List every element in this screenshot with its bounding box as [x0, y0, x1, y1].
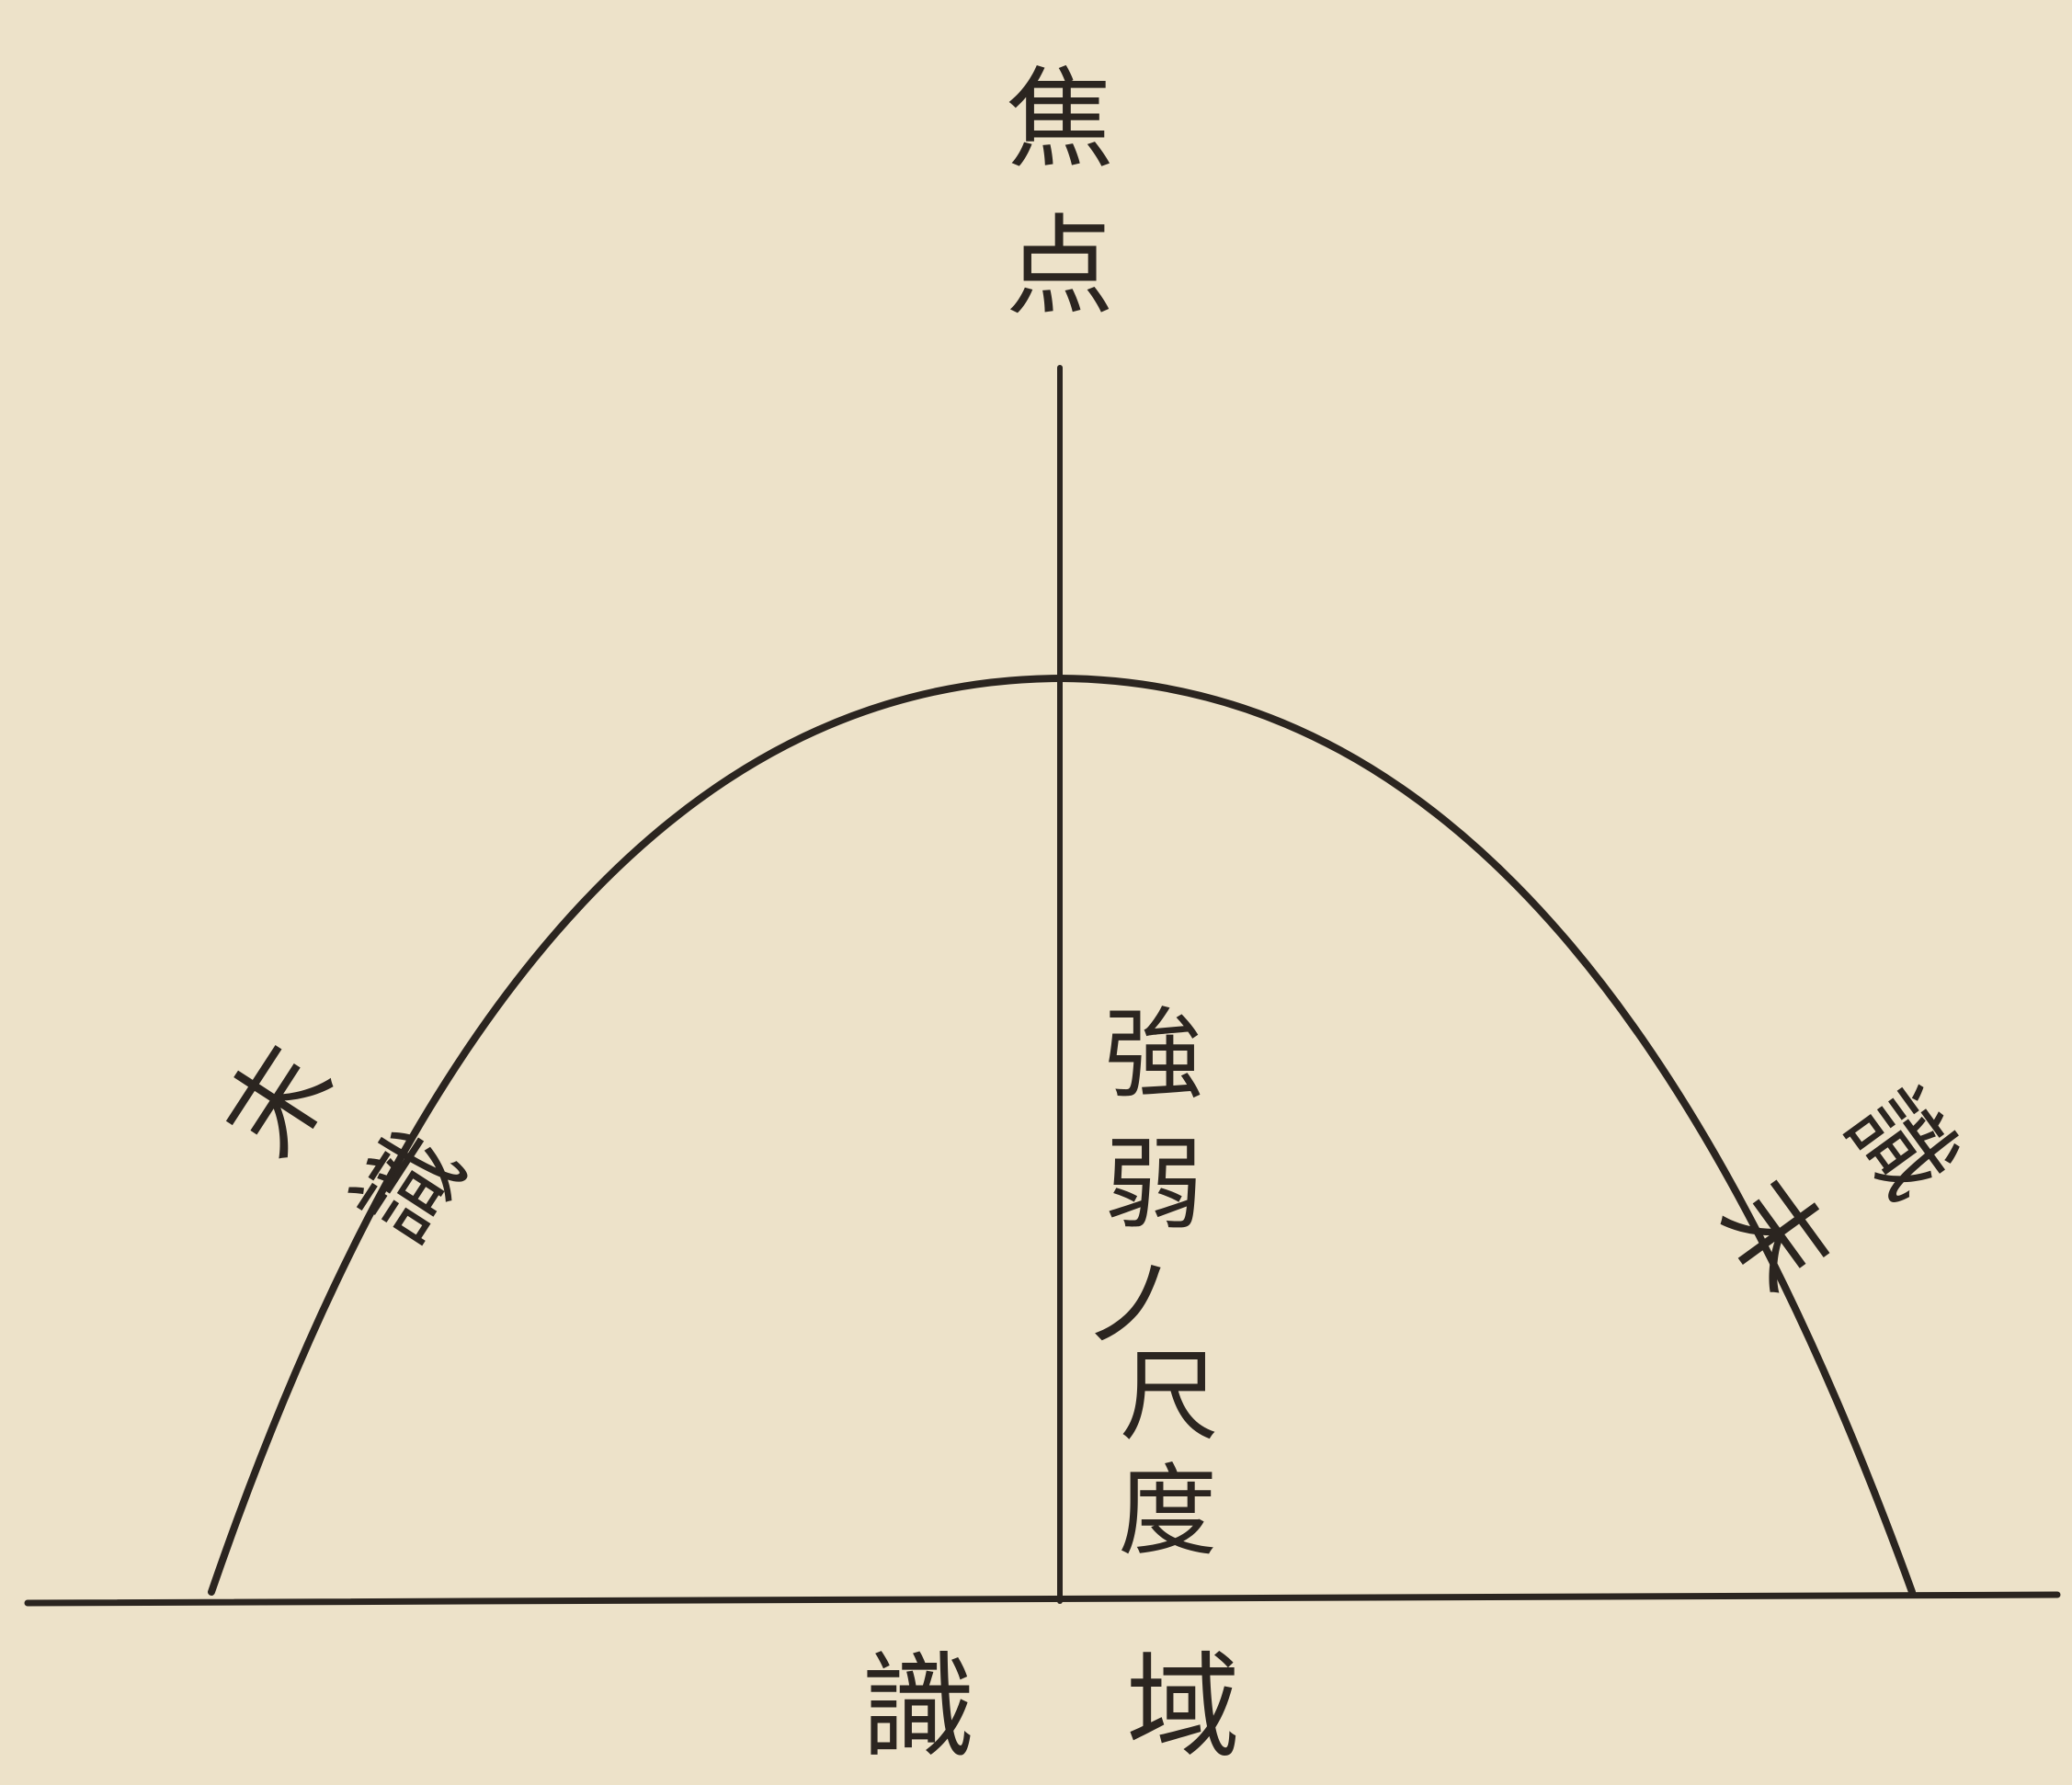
intensity-char-4: 尺 [1120, 1340, 1219, 1455]
focus-char-2: 点 [1006, 203, 1114, 330]
threshold-label: 識 域 [861, 1642, 1258, 1774]
threshold-line [24, 1591, 2061, 1607]
intensity-char-1: 強 [1104, 998, 1203, 1113]
intensity-char-3: ノ [1081, 1248, 1180, 1363]
focus-label: 焦 点 [1006, 56, 1114, 330]
intensity-char-5: 度 [1118, 1455, 1217, 1570]
intensity-char-2: 弱 [1104, 1129, 1203, 1244]
focus-char-1: 焦 [1006, 56, 1114, 183]
consciousness-curve [208, 674, 1916, 1596]
intensity-scale-label: 強 弱 ノ 尺 度 [1081, 998, 1219, 1570]
